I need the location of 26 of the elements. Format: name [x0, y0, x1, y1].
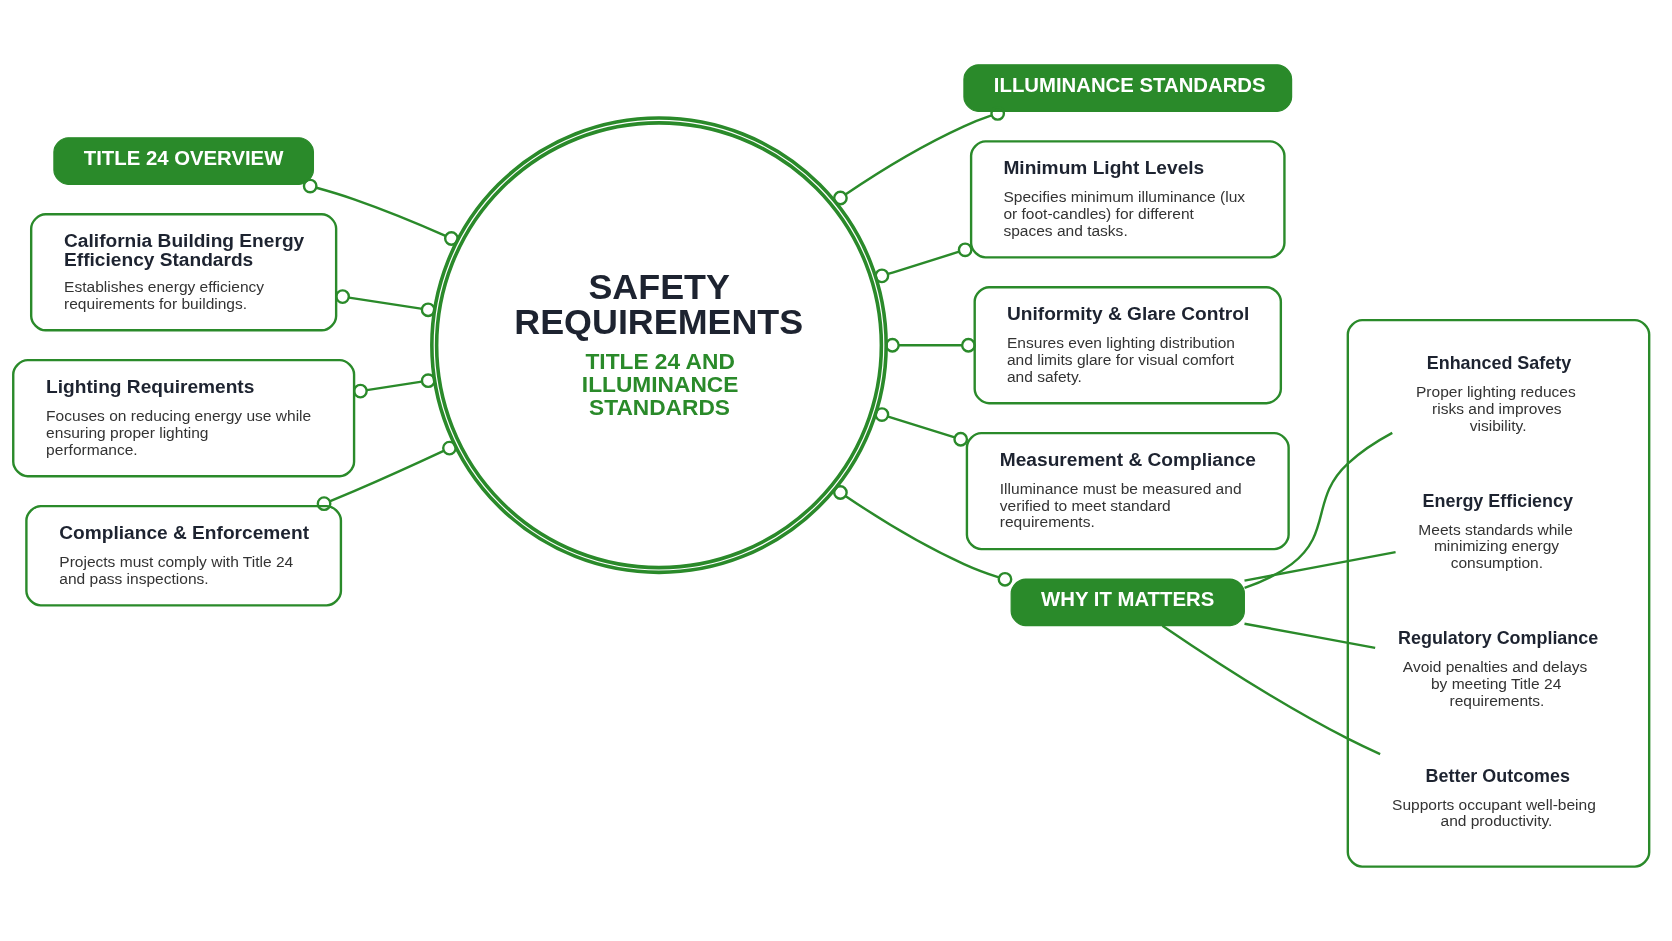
connector: [302, 178, 459, 246]
node-box: WHY IT MATTERS: [1010, 578, 1245, 627]
connector: [1244, 550, 1396, 582]
node-text: Regulatory Compliance Avoid penalties and delays by meeting Title 24 requirements.: [1398, 628, 1599, 709]
node-box: California Building Energy Efficiency Standards Establishes energy efficiency requirements for buildings.: [30, 213, 338, 332]
connector: [316, 440, 457, 512]
node-box: Measurement & Compliance Illuminance must be measured and verified to meet standard requirements.: [965, 431, 1290, 551]
connector: [1244, 622, 1376, 650]
connector: [1244, 431, 1393, 589]
connector: [833, 485, 1013, 587]
node-box: Compliance & Enforcement Projects must comply with Title 24 and pass inspections.: [25, 504, 343, 607]
node-box: ILLUMINANCE STANDARDS: [963, 64, 1293, 112]
node-text: Energy Efficiency Meets standards while minimizing energy consumption.: [1418, 490, 1573, 572]
cluster: [1346, 318, 1651, 868]
connector: [874, 407, 969, 447]
connector: [335, 289, 436, 318]
node-box: Minimum Light Levels Specifies minimum illuminance (lux or foot-candles) for different spaces and tasks.: [969, 140, 1286, 259]
node-box: Lighting Requirements Focuses on reducing energy use while ensuring proper lighting performance.: [12, 359, 356, 478]
node-text: Better Outcomes Supports occupant well-being and productivity.: [1392, 765, 1596, 830]
node-box: Uniformity & Glare Control Ensures even lighting distribution and limits glare for visual comfort and safety.: [973, 286, 1283, 405]
connector: [353, 373, 436, 399]
connector: [874, 242, 973, 284]
connector: [1161, 624, 1381, 756]
node-text: Enhanced Safety Proper lighting reduces risks and improves visibility.: [1415, 353, 1576, 434]
node-box: TITLE 24 OVERVIEW: [53, 137, 315, 185]
connector: [885, 337, 976, 353]
